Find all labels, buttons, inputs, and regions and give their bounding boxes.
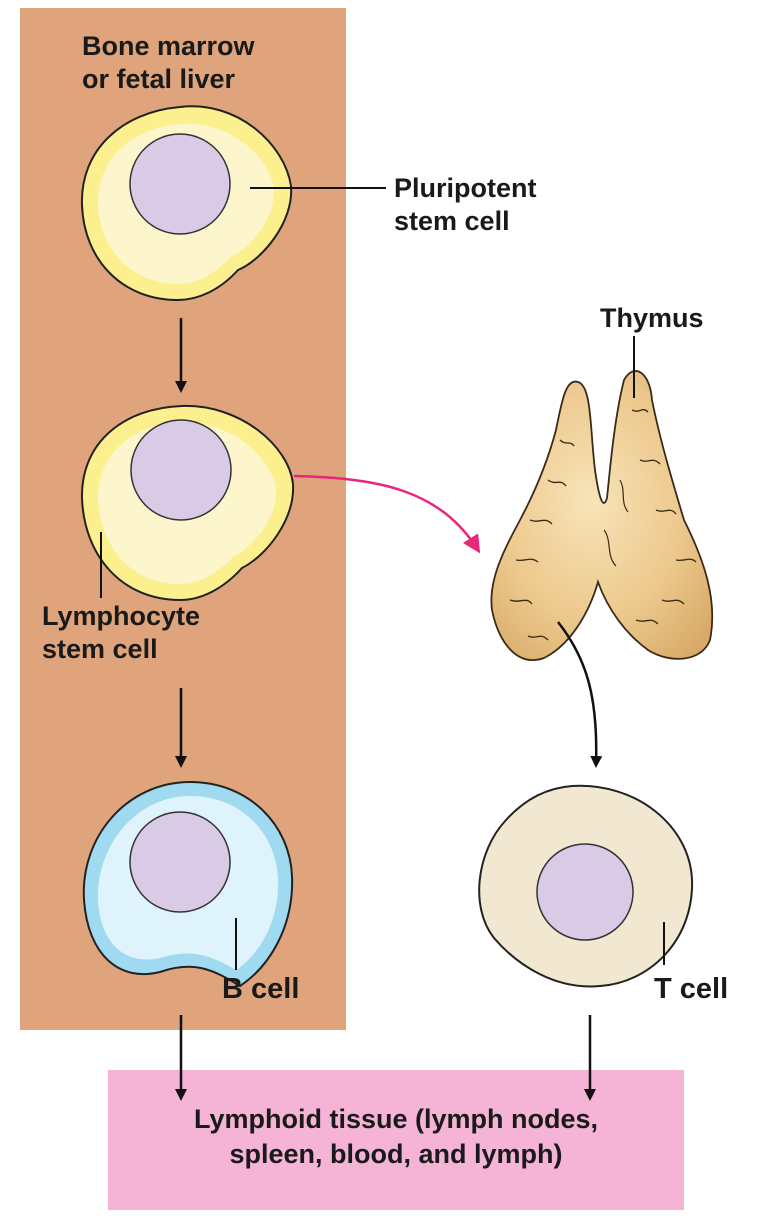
bone-marrow-label: Bone marrow or fetal liver — [82, 30, 255, 96]
t-cell — [479, 786, 692, 987]
lymphoid-line2: spleen, blood, and lymph) — [108, 1137, 684, 1172]
pluripotent-line1: Pluripotent — [394, 172, 537, 205]
lymphoid-line1: Lymphoid tissue (lymph nodes, — [108, 1102, 684, 1137]
lymphocyte-line1: Lymphocyte — [42, 600, 200, 633]
b-cell — [84, 782, 292, 986]
b-cell-nucleus — [130, 812, 230, 912]
lymphoid-tissue-label: Lymphoid tissue (lymph nodes, spleen, bl… — [108, 1102, 684, 1172]
bone-marrow-line1: Bone marrow — [82, 30, 255, 63]
thymus-organ — [491, 371, 712, 660]
b-cell-label: B cell — [222, 972, 299, 1007]
bone-marrow-line2: or fetal liver — [82, 63, 255, 96]
lymphocyte-nucleus — [131, 420, 231, 520]
t-cell-label: T cell — [654, 972, 728, 1007]
lymphocyte-line2: stem cell — [42, 633, 200, 666]
t-cell-nucleus — [537, 844, 633, 940]
thymus-label: Thymus — [600, 302, 704, 335]
pluripotent-label: Pluripotent stem cell — [394, 172, 537, 238]
pluripotent-nucleus — [130, 134, 230, 234]
pluripotent-line2: stem cell — [394, 205, 537, 238]
lymphocyte-label: Lymphocyte stem cell — [42, 600, 200, 666]
